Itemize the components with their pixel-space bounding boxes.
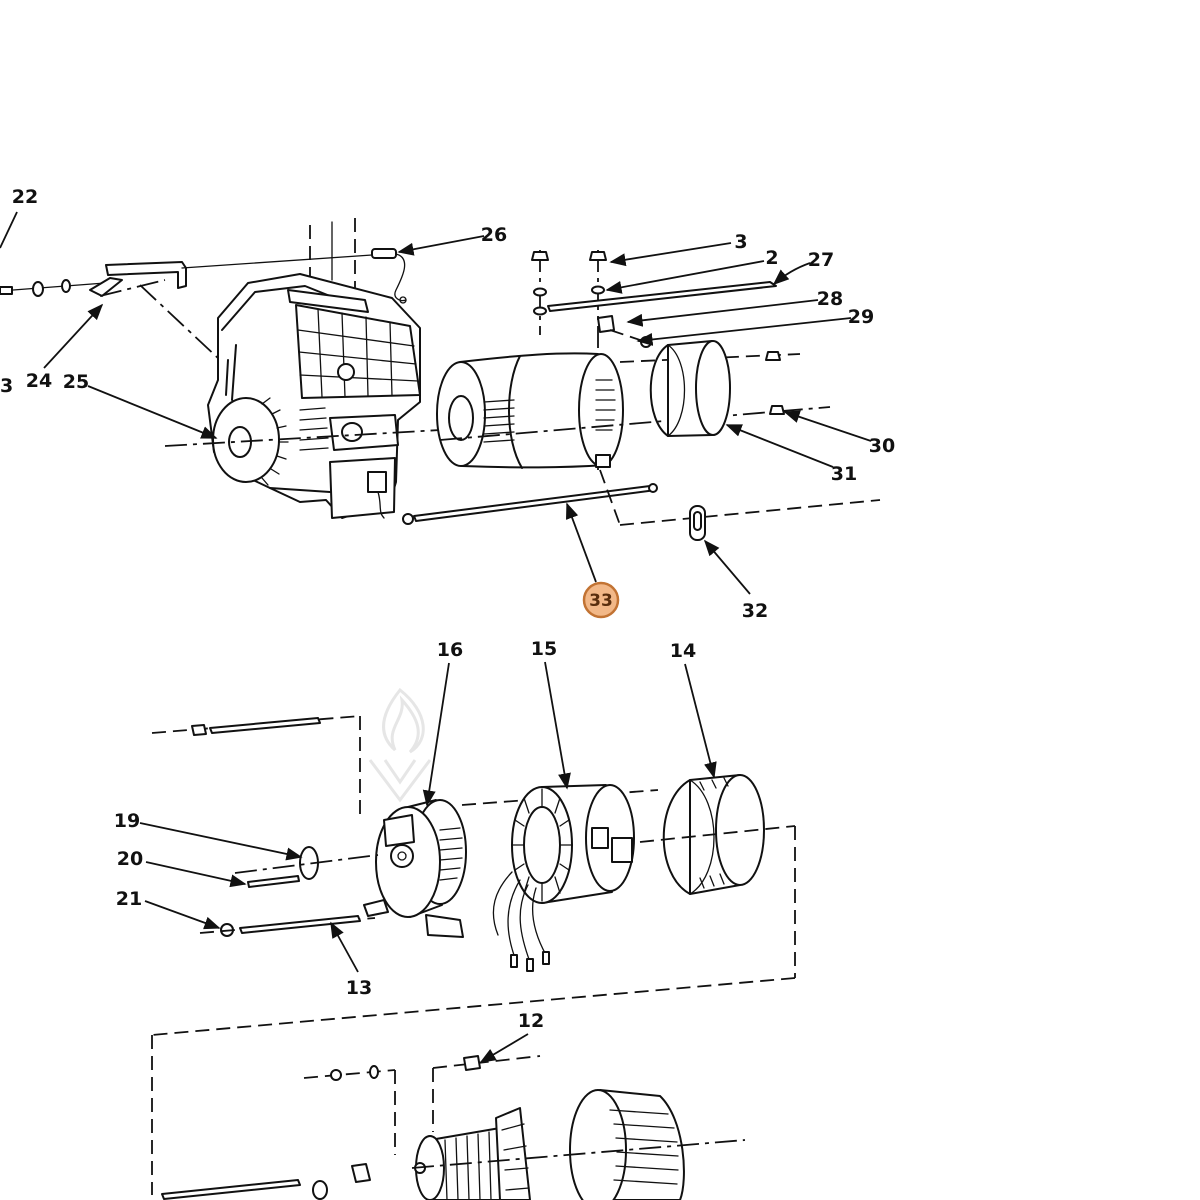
callout-3-partial[interactable]: 3 <box>0 375 13 397</box>
callout-24[interactable]: 24 <box>26 370 52 392</box>
callout-33-highlight[interactable] <box>582 581 620 619</box>
callout-28[interactable]: 28 <box>817 288 843 310</box>
part-31-cover-ring <box>649 340 731 437</box>
callout-16[interactable]: 16 <box>437 639 463 661</box>
part-12-fitting <box>463 1055 481 1071</box>
rotor <box>414 1107 531 1200</box>
routing-lines <box>151 825 796 1195</box>
callout-32[interactable]: 32 <box>742 600 768 622</box>
bottom-assembly <box>161 1055 746 1200</box>
callout-30[interactable]: 30 <box>869 435 895 457</box>
part-26-sensor <box>371 248 407 304</box>
callout-labels: 22 26 3 2 27 28 29 24 25 3 30 31 32 33 1… <box>0 186 895 1032</box>
part-24-bracket <box>89 254 373 361</box>
engine-guide-lines <box>309 218 356 300</box>
wire-terminals <box>510 951 550 972</box>
engine-centerline <box>164 429 441 447</box>
through-bolt-upper <box>191 717 321 736</box>
callout-15[interactable]: 15 <box>531 638 557 660</box>
part-27-rod <box>547 281 777 312</box>
callout-29[interactable]: 29 <box>848 306 874 328</box>
bottom-hardware <box>330 1065 379 1081</box>
middle-assembly <box>151 715 796 1195</box>
part-13-through-bolt <box>199 915 376 934</box>
part-16-end-bell <box>363 799 467 938</box>
through-bolt-lower <box>161 1163 371 1200</box>
generator-centerline <box>439 406 831 441</box>
callout-13[interactable]: 13 <box>346 977 372 999</box>
callout-14[interactable]: 14 <box>670 640 696 662</box>
part-15-stator <box>492 784 635 972</box>
bell-guide-line <box>461 789 659 806</box>
generator-housing <box>436 352 624 469</box>
flame-logo-icon <box>368 687 432 803</box>
part-29-nut <box>609 329 652 348</box>
callout-19[interactable]: 19 <box>114 810 140 832</box>
part-28-clip <box>597 315 615 333</box>
callout-12[interactable]: 12 <box>518 1010 544 1032</box>
leader-lines <box>0 211 872 1063</box>
part-33-rod <box>402 483 658 525</box>
part-22-hardware <box>0 279 106 297</box>
callout-20[interactable]: 20 <box>117 848 143 870</box>
callout-31[interactable]: 31 <box>831 463 857 485</box>
rotor-centerline <box>411 1139 746 1169</box>
callout-33-selected[interactable]: 33 <box>582 581 620 619</box>
callout-25[interactable]: 25 <box>63 371 89 393</box>
part-20-screw <box>234 854 379 888</box>
part-25-engine <box>207 273 421 519</box>
callout-2[interactable]: 2 <box>765 247 778 269</box>
part-32-slot-bracket <box>599 469 881 541</box>
callout-22[interactable]: 22 <box>12 186 38 208</box>
part-30-bolt <box>765 351 785 415</box>
callout-26[interactable]: 26 <box>481 224 507 246</box>
callout-27[interactable]: 27 <box>808 249 834 271</box>
callout-3[interactable]: 3 <box>734 231 747 253</box>
fan-housing <box>569 1089 685 1200</box>
top-assembly <box>0 218 881 541</box>
callout-33[interactable]: 33 <box>589 591 613 611</box>
callout-21[interactable]: 21 <box>116 888 142 910</box>
